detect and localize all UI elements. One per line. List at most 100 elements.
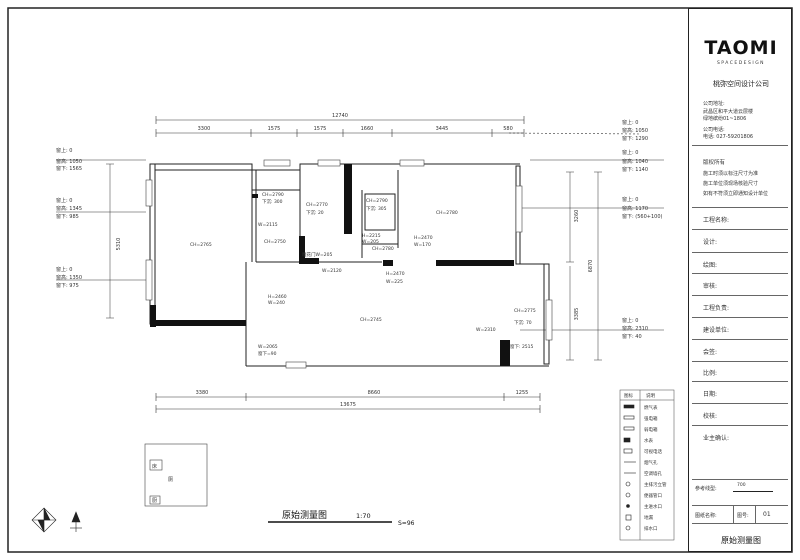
field-review: 审核: — [703, 283, 718, 290]
dim-bottom-3: 1255 — [516, 390, 529, 396]
sheet-name-label: 图纸名称: — [695, 513, 717, 519]
right-dim-3: 3385 — [574, 308, 580, 321]
top-dimensions — [155, 116, 641, 137]
lbl-sink-300: 下沉: 300 — [262, 198, 283, 205]
windows — [145, 159, 553, 369]
legend-symbols — [623, 404, 636, 531]
note-2: 施工单位须现场核验尺寸 — [703, 181, 759, 187]
divider — [692, 523, 788, 524]
field-design: 设计: — [703, 239, 718, 246]
rw3-c: 窗下: (560+100) — [622, 213, 663, 220]
dim-top-2: 1575 — [268, 126, 281, 132]
field-scale: 比例: — [703, 370, 718, 377]
rw1-a: 窗上: 0 — [622, 119, 638, 126]
right-dim-1: 3260 — [574, 210, 580, 223]
lw3-a: 窗上: 0 — [56, 266, 72, 273]
rw4-b: 窗高: 2310 — [622, 325, 648, 332]
divider — [692, 145, 788, 146]
lw3-c: 窗下: 975 — [56, 282, 79, 289]
legend-weak-box: 弱电箱 — [644, 426, 658, 433]
lbl-ch-2765: CH=2765 — [190, 242, 212, 248]
address-label: 公司地址: — [703, 101, 725, 107]
dim-bottom-2: 8660 — [368, 390, 381, 396]
sheet-title: 原始测量图 — [721, 536, 761, 545]
sheet-no: 01 — [763, 511, 771, 518]
lw2-b: 窗高: 1345 — [56, 205, 82, 212]
company-logo-sub: SPACEDESIGN — [716, 61, 766, 66]
legend-gas-meter: 燃气表 — [644, 404, 658, 411]
dim-top-4: 1660 — [361, 126, 374, 132]
lbl-w-2065: W=2065 — [258, 344, 278, 350]
right-window-note-4: 窗上: 0 窗高: 2310 窗下: 40 — [622, 317, 648, 340]
field-manager: 工程负责: — [703, 305, 730, 312]
rw2-a: 窗上: 0 — [622, 149, 638, 156]
toilet-pipe-icon — [625, 492, 631, 498]
sheet-no-label: 图号: — [737, 513, 749, 519]
phone-label: 公司电话: — [703, 127, 725, 133]
lbl-w-2310: W=2310 — [476, 327, 496, 333]
dim-top-1: 3300 — [198, 126, 211, 132]
gas-meter-icon — [623, 404, 635, 409]
field-check: 校核: — [703, 413, 718, 420]
ref-linetype-value: 700 — [737, 483, 746, 488]
address-line-1: 武昌区和平大道云层楼 — [703, 109, 754, 115]
divider — [692, 252, 788, 253]
outlet-icon — [625, 525, 631, 531]
phone-number: 电话: 027-59201806 — [703, 134, 754, 140]
legend-header-icon: 图标 — [624, 392, 633, 399]
legend-water-meter: 水表 — [644, 437, 653, 444]
lbl-sill-2515: 窗下: 2515 — [510, 343, 534, 350]
rw4-c: 窗下: 40 — [622, 333, 642, 340]
weak-box-icon — [623, 426, 635, 431]
dim-overall-bottom: 13675 — [340, 402, 356, 408]
divider — [755, 506, 756, 523]
ref-linetype-line — [733, 491, 773, 492]
left-dim: 5310 — [116, 238, 122, 251]
field-project: 工程名称: — [703, 217, 730, 224]
lbl-w-2120: W=2120 — [322, 268, 342, 274]
divider — [692, 317, 788, 318]
drawing-scale: 1:70 — [356, 512, 371, 520]
legend-toilet-pipe: 便器管口 — [644, 492, 662, 499]
lbl-ch-2745: CH=2745 — [360, 317, 382, 323]
lbl-sill-90: 窗下=90 — [258, 350, 277, 357]
legend-gas-hole: 烟气孔 — [644, 459, 658, 466]
lw1-a: 窗上: 0 — [56, 147, 72, 154]
right-window-note-2: 窗上: 0 窗高: 1040 窗下: 1140 — [622, 149, 648, 173]
lbl-sink-20: 下沉: 20 — [306, 209, 324, 216]
note-1: 施工时须以标注尺寸为准 — [703, 171, 759, 177]
key-label-2: 厕 — [168, 477, 173, 483]
rw3-a: 窗上: 0 — [622, 196, 638, 203]
lbl-sink-305: 下沉: 305 — [366, 205, 387, 212]
left-window-note-1: 窗上: 0 窗高: 1050 窗下: 1565 — [56, 147, 82, 172]
left-window-note-3: 窗上: 0 窗高: 1350 窗下: 975 — [56, 266, 82, 289]
dim-top-6: 580 — [503, 126, 513, 132]
company-logo: TAOMI — [704, 37, 778, 59]
lw3-b: 窗高: 1350 — [56, 274, 82, 281]
sheet-border — [7, 7, 793, 553]
field-owner: 业主确认: — [703, 435, 730, 442]
dim-top-3: 1575 — [314, 126, 327, 132]
lbl-ch-2775: CH=2775 — [514, 308, 536, 314]
key-label-1: 床 — [152, 463, 157, 470]
key-label-3: 厨 — [152, 498, 157, 504]
lbl-ch-2790b: CH=2790 — [366, 198, 388, 204]
field-client: 建设单位: — [703, 327, 730, 334]
bottom-dimensions — [155, 393, 541, 413]
legend-rows: 图标 说明 燃气表 强电箱 弱电箱 水表 可视电话 烟气孔 空调墙孔 主排污立管… — [624, 392, 667, 532]
room-labels: CH=2765 CH=2790 下沉: 300 CH=2770 下沉: 20 C… — [190, 192, 536, 357]
company-name: 桃弥空间设计公司 — [713, 80, 769, 88]
lbl-ch-2790a: CH=2790 — [262, 192, 284, 198]
compass-icon — [31, 507, 57, 533]
lbl-w-225: W=225 — [386, 279, 403, 285]
left-window-note-2: 窗上: 0 窗高: 1345 窗下: 985 — [56, 197, 82, 220]
divider — [692, 229, 788, 230]
note-3: 如有不符须立即通知设计单位 — [703, 191, 769, 197]
divider — [692, 361, 788, 362]
divider — [692, 339, 788, 340]
lbl-h-2470b: H=2470 — [386, 271, 405, 277]
drawing-title: 原始测量图 — [282, 509, 327, 521]
legend-drain-pipe: 主排污立管 — [644, 481, 667, 488]
drain-pipe-icon — [625, 481, 631, 487]
